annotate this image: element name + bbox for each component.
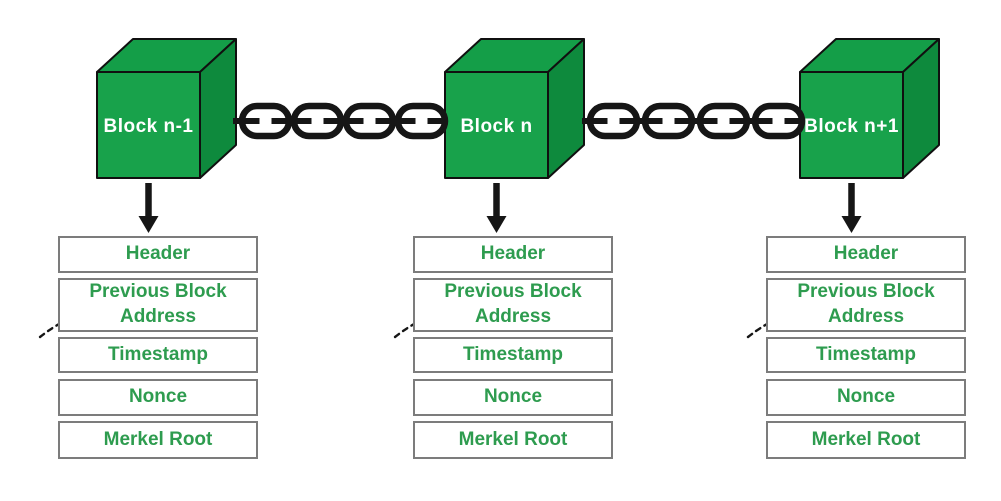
arrow-head	[486, 216, 507, 233]
field-label: Merkel Root	[811, 428, 921, 450]
field-label: Previous Block Address	[89, 281, 227, 327]
block-cube-n-minus-1: Block n-1	[96, 38, 237, 179]
field-nonce: Nonce	[58, 379, 258, 416]
field-label: Merkel Root	[103, 428, 213, 450]
down-arrow-middle	[486, 183, 507, 233]
field-merkel-root: Merkel Root	[766, 421, 966, 459]
field-merkel-root: Merkel Root	[58, 421, 258, 459]
field-merkel-root: Merkel Root	[413, 421, 613, 459]
arrow-head	[138, 216, 159, 233]
field-header: Header	[766, 236, 966, 273]
field-label: Previous Block Address	[444, 281, 582, 327]
field-label: Timestamp	[816, 343, 916, 365]
field-nonce: Nonce	[413, 379, 613, 416]
block-label: Block n-1	[103, 116, 193, 137]
field-label: Header	[480, 243, 546, 265]
block-cube-n: Block n	[444, 38, 585, 179]
field-label: Nonce	[483, 386, 543, 408]
field-prev-block-address: Previous Block Address	[413, 278, 613, 332]
down-arrow-left	[138, 183, 159, 233]
arrow-head	[841, 216, 862, 233]
field-prev-block-address: Previous Block Address	[58, 278, 258, 332]
field-timestamp: Timestamp	[413, 337, 613, 373]
field-timestamp: Timestamp	[58, 337, 258, 373]
field-label: Header	[833, 243, 899, 265]
field-prev-block-address: Previous Block Address	[766, 278, 966, 332]
field-timestamp: Timestamp	[766, 337, 966, 373]
block-label: Block n	[460, 116, 532, 137]
field-header: Header	[413, 236, 613, 273]
block-label: Block n+1	[804, 116, 899, 137]
field-header: Header	[58, 236, 258, 273]
field-label: Previous Block Address	[797, 281, 935, 327]
cube-front-face	[799, 71, 904, 179]
field-nonce: Nonce	[766, 379, 966, 416]
field-label: Timestamp	[108, 343, 208, 365]
chain-links-left	[233, 102, 449, 140]
cube-front-face	[96, 71, 201, 179]
field-label: Header	[125, 243, 191, 265]
chain-links-right	[582, 102, 806, 140]
field-label: Nonce	[128, 386, 188, 408]
cube-front-face	[444, 71, 549, 179]
block-cube-n-plus-1: Block n+1	[799, 38, 940, 179]
field-label: Merkel Root	[458, 428, 568, 450]
field-label: Timestamp	[463, 343, 563, 365]
down-arrow-right	[841, 183, 862, 233]
field-label: Nonce	[836, 386, 896, 408]
